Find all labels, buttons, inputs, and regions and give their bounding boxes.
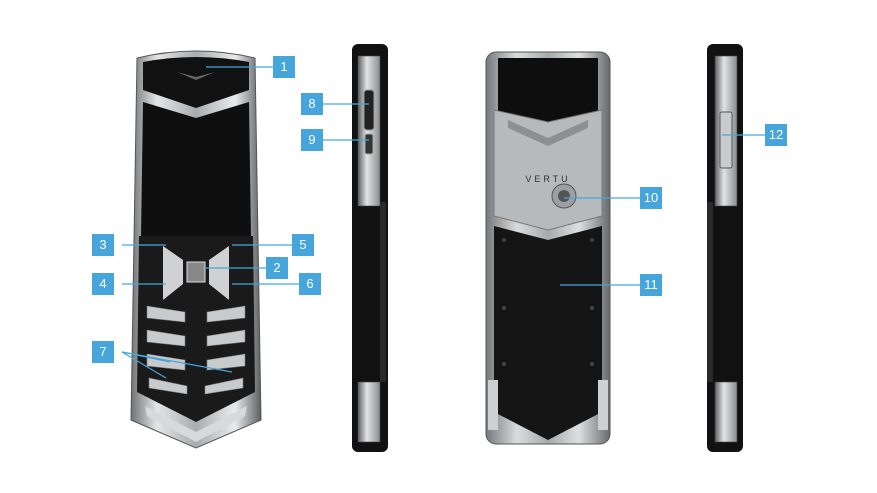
phone-side-view-left <box>348 42 392 454</box>
callout-12: 12 <box>765 124 787 146</box>
callout-8: 8 <box>301 93 323 115</box>
callout-6: 6 <box>299 273 321 295</box>
phone-back-view: VERTU <box>482 50 614 450</box>
phone-back-illustration: VERTU <box>485 51 611 445</box>
callout-5: 5 <box>292 234 314 256</box>
phone-front-illustration <box>130 50 262 449</box>
callout-3: 3 <box>92 234 114 256</box>
phone-front-view <box>125 50 267 450</box>
phone-left-side-illustration <box>352 44 388 452</box>
callout-9: 9 <box>301 129 323 151</box>
callout-1: 1 <box>273 56 295 78</box>
callout-10: 10 <box>640 187 662 209</box>
callout-2: 2 <box>266 257 288 279</box>
callout-7: 7 <box>92 341 114 363</box>
phone-right-side-illustration <box>707 44 743 452</box>
brand-text: VERTU <box>525 174 570 184</box>
phone-side-view-right <box>703 42 747 454</box>
callout-4: 4 <box>92 273 114 295</box>
callout-11: 11 <box>640 274 662 296</box>
